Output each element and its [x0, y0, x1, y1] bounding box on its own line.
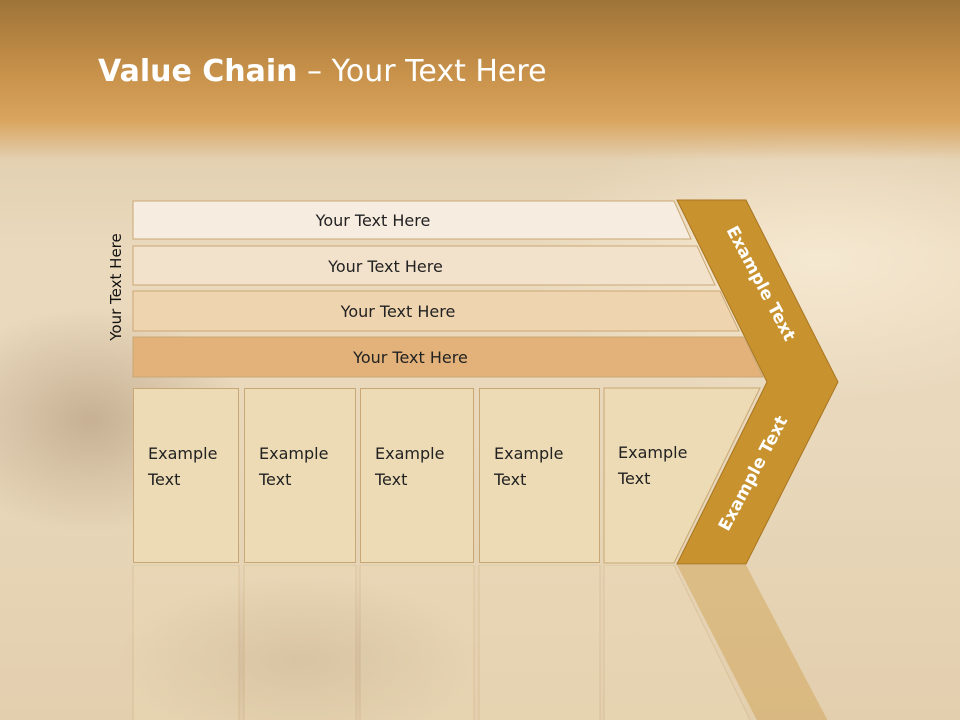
column-3: Example Text — [360, 388, 474, 563]
row-2: Your Text Here — [133, 247, 698, 285]
row-4: Your Text Here — [133, 338, 748, 376]
slide-title: Value Chain – Your Text Here — [98, 54, 547, 89]
column-2-label: Example Text — [259, 444, 329, 489]
row-4-label: Your Text Here — [353, 347, 468, 367]
column-1: Example Text — [133, 388, 239, 563]
column-4: Example Text — [479, 388, 600, 563]
column-5-label: Example Text — [618, 443, 688, 488]
column-2: Example Text — [244, 388, 356, 563]
row-1-label: Your Text Here — [315, 210, 431, 230]
row-3-label: Your Text Here — [340, 301, 456, 321]
chevron-shape — [676, 199, 839, 565]
column-4-label: Example Text — [494, 444, 564, 489]
row-shape-4 — [132, 336, 764, 378]
title-bar — [0, 0, 960, 160]
row-shape-1 — [132, 200, 692, 240]
row-shape-3 — [132, 290, 740, 332]
column-5: Example Text — [604, 388, 704, 563]
column-1-label: Example Text — [148, 444, 218, 489]
column-3-label: Example Text — [375, 444, 445, 489]
row-2-label: Your Text Here — [328, 256, 443, 276]
row-3: Your Text Here — [133, 292, 723, 330]
title-rest: – Your Text Here — [297, 54, 547, 89]
row-1: Your Text Here — [133, 201, 673, 239]
row-shape-2 — [132, 245, 716, 286]
title-bold: Value Chain — [98, 54, 298, 89]
column-shape-5 — [603, 387, 761, 564]
